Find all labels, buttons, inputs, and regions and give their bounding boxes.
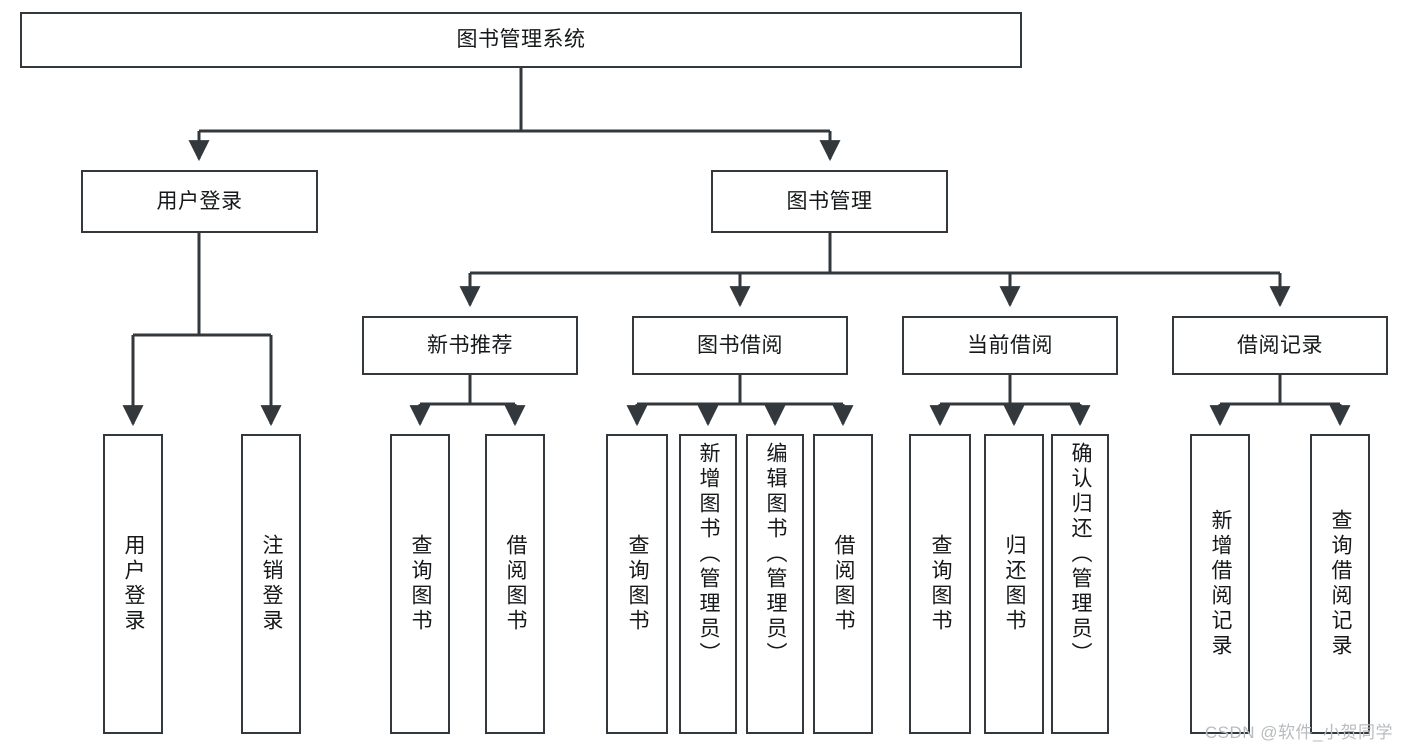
node-book-manage-label: 图书管理 [786,189,873,213]
node-leaf-query-book-3[interactable]: 查询图书 [909,434,971,734]
node-leaf-add-record[interactable]: 新增借阅记录 [1190,434,1250,734]
node-leaf-query-book-1[interactable]: 查询图书 [390,434,450,734]
node-leaf-return-book[interactable]: 归还图书 [984,434,1044,734]
node-leaf-query-book-2-label: 查询图书 [626,534,650,634]
node-leaf-add-book-label: 新增图书（管理员） [697,442,721,667]
node-book-borrow[interactable]: 图书借阅 [632,316,848,375]
node-leaf-return-book-label: 归还图书 [1003,534,1027,634]
node-leaf-add-book[interactable]: 新增图书（管理员） [679,434,737,734]
node-leaf-query-book-3-label: 查询图书 [929,534,953,634]
node-leaf-logout-label: 注销登录 [260,534,284,634]
node-leaf-borrow-book-1[interactable]: 借阅图书 [485,434,545,734]
node-new-book-rec-label: 新书推荐 [427,333,513,357]
node-leaf-confirm-return[interactable]: 确认归还（管理员） [1051,434,1109,734]
node-user-login-label: 用户登录 [156,189,243,213]
node-leaf-query-book-2[interactable]: 查询图书 [606,434,668,734]
node-leaf-borrow-book-2[interactable]: 借阅图书 [813,434,873,734]
node-leaf-add-record-label: 新增借阅记录 [1209,509,1233,659]
node-leaf-edit-book-label: 编辑图书（管理员） [764,442,788,667]
node-current-borrow[interactable]: 当前借阅 [902,316,1118,375]
node-leaf-borrow-book-2-label: 借阅图书 [832,534,856,634]
node-new-book-rec[interactable]: 新书推荐 [362,316,578,375]
node-borrow-record-label: 借阅记录 [1237,333,1323,357]
node-leaf-confirm-return-label: 确认归还（管理员） [1069,442,1093,667]
node-leaf-edit-book[interactable]: 编辑图书（管理员） [746,434,804,734]
node-root-label: 图书管理系统 [456,28,586,52]
node-user-login[interactable]: 用户登录 [81,170,318,233]
node-leaf-query-book-1-label: 查询图书 [409,534,433,634]
node-leaf-query-record[interactable]: 查询借阅记录 [1310,434,1370,734]
node-current-borrow-label: 当前借阅 [967,333,1053,357]
node-leaf-user-login[interactable]: 用户登录 [103,434,163,734]
node-leaf-logout[interactable]: 注销登录 [241,434,301,734]
node-leaf-query-record-label: 查询借阅记录 [1329,509,1353,659]
node-borrow-record[interactable]: 借阅记录 [1172,316,1388,375]
node-book-borrow-label: 图书借阅 [697,333,783,357]
node-book-manage[interactable]: 图书管理 [711,170,948,233]
node-leaf-user-login-label: 用户登录 [122,534,146,634]
node-root[interactable]: 图书管理系统 [20,12,1022,68]
node-leaf-borrow-book-1-label: 借阅图书 [504,534,528,634]
